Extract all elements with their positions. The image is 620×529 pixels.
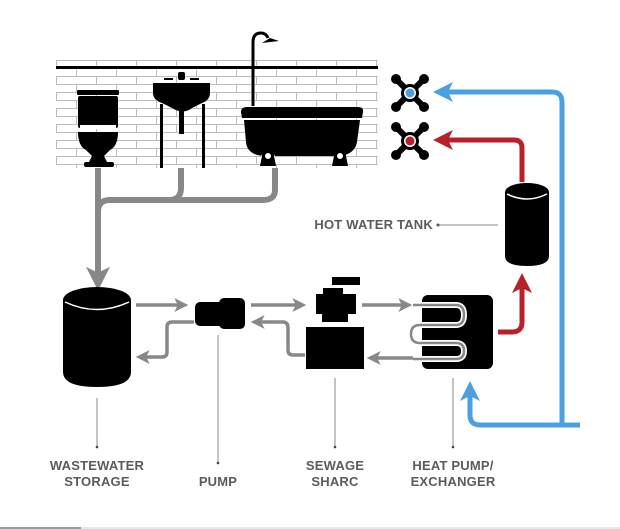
hot-water-tank-label: HOT WATER TANK [298, 217, 433, 233]
process-pipes [135, 298, 420, 365]
cold-water-pipe [433, 82, 580, 428]
label-line-1: WASTEWATER [49, 458, 145, 473]
wastewater-storage-label: WASTEWATER STORAGE [37, 458, 157, 490]
wastewater-storage-icon [63, 287, 131, 387]
faucet-handle-icon [391, 122, 429, 160]
label-line-2: EXCHANGER [410, 474, 496, 489]
label-text: PUMP [198, 474, 238, 489]
sewage-sharc-label: SEWAGE SHARC [295, 458, 375, 490]
faucet-handle-icon [391, 74, 429, 112]
label-leaders [96, 335, 454, 463]
leader-dots [95, 445, 455, 465]
pump-label: PUMP [178, 474, 258, 490]
leader-dot [436, 223, 440, 227]
heat-pump-label: HEAT PUMP/ EXCHANGER [398, 458, 508, 490]
horizontal-scrollbar[interactable] [0, 527, 620, 529]
hot-water-tank-icon [505, 183, 549, 266]
hot-water-faucet [391, 122, 429, 160]
cold-water-faucet [391, 74, 429, 112]
pump-icon [195, 298, 245, 329]
label-line-1: SEWAGE [305, 458, 365, 473]
scrollbar-thumb[interactable] [0, 527, 81, 529]
waste-pipes [86, 168, 278, 291]
label-line-2: SHARC [311, 474, 359, 489]
sewage-sharc-icon [306, 277, 364, 369]
bathtub-icon [241, 31, 364, 166]
label-line-1: HEAT PUMP/ [412, 458, 494, 473]
label-text: HOT WATER TANK [314, 217, 433, 232]
heat-exchanger-icon [407, 295, 493, 369]
sink-icon [153, 72, 210, 168]
toilet-icon [77, 90, 119, 167]
label-line-2: STORAGE [64, 474, 130, 489]
hot-water-pipe [433, 130, 532, 335]
